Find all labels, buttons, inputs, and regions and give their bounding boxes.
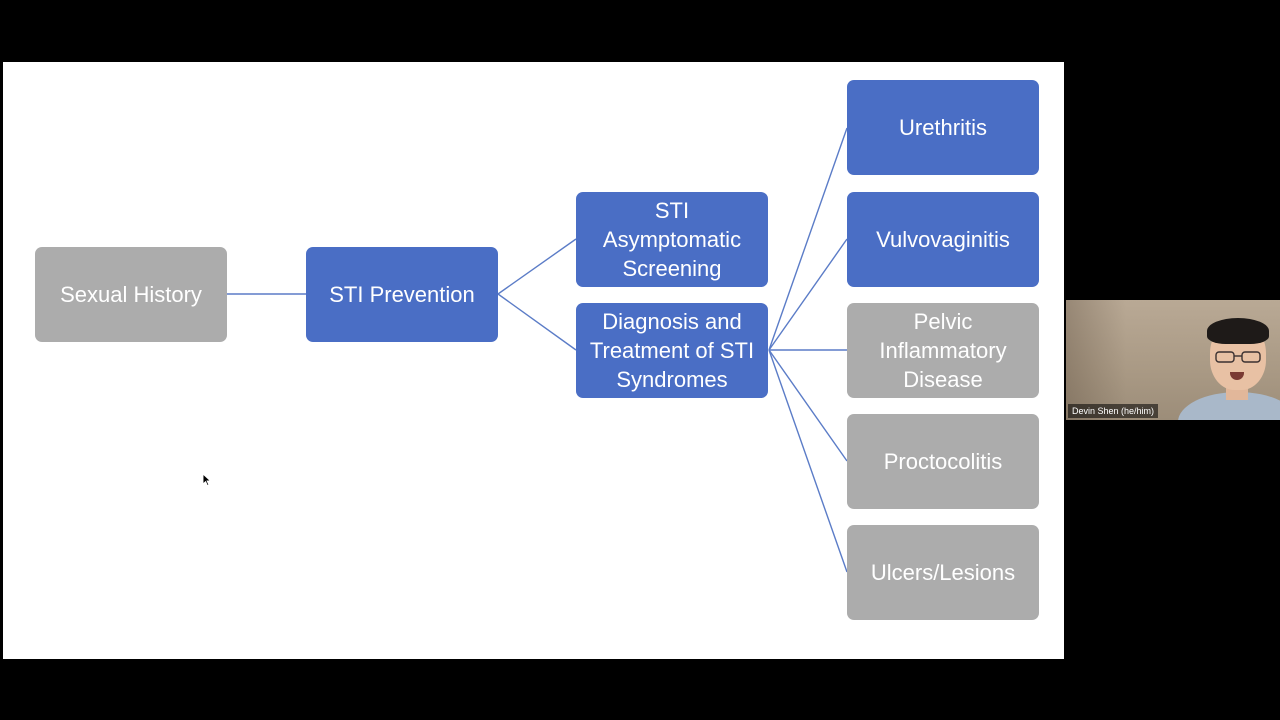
video-background (1066, 300, 1126, 420)
proctocolitis-label: Proctocolitis (883, 449, 1003, 474)
vulvovaginitis-box: Vulvovaginitis (847, 192, 1039, 287)
sti-prevention-label: STI Prevention (329, 282, 475, 307)
connector-diagnosis-vulvovaginitis (768, 238, 848, 351)
pid-line: Pelvic (913, 309, 973, 334)
presentation-slide: Sexual History STI Prevention STI Asympt… (3, 62, 1064, 659)
sti-diagnosis-line: Treatment of STI (589, 338, 755, 363)
connector-diagnosis-proctocolitis (768, 349, 848, 462)
sti-screening-box: STI Asymptomatic Screening (576, 192, 768, 287)
connector-diagnosis-urethritis (768, 127, 848, 351)
sti-screening-line: STI (654, 198, 690, 223)
pid-line: Inflammatory (879, 338, 1007, 363)
ulcers-lesions-box: Ulcers/Lesions (847, 525, 1039, 620)
pid-line: Disease (903, 367, 983, 392)
participant-hair (1207, 318, 1269, 344)
sti-prevention-box: STI Prevention (306, 247, 498, 342)
proctocolitis-box: Proctocolitis (847, 414, 1039, 509)
participant-name-tag: Devin Shen (he/him) (1068, 404, 1159, 418)
diagram-connectors (227, 127, 848, 573)
sti-screening-line: Screening (622, 256, 722, 281)
sti-diagnosis-line: Diagnosis and (602, 309, 742, 334)
ulcers-lesions-label: Ulcers/Lesions (870, 560, 1016, 585)
sexual-history-box: Sexual History (35, 247, 227, 342)
glasses-icon (1215, 351, 1261, 363)
connector-prevention-diagnosis (497, 293, 577, 351)
sexual-history-label: Sexual History (60, 282, 202, 307)
vulvovaginitis-label: Vulvovaginitis (876, 227, 1010, 252)
sti-screening-line: Asymptomatic (602, 227, 742, 252)
connector-diagnosis-ulcers (768, 349, 848, 573)
participant-mouth (1230, 372, 1244, 380)
pid-box: Pelvic Inflammatory Disease (847, 303, 1039, 398)
urethritis-label: Urethritis (898, 115, 987, 140)
sti-diagnosis-line: Syndromes (616, 367, 728, 392)
participant-video-tile[interactable]: Devin Shen (he/him) (1066, 300, 1280, 420)
sti-diagnosis-box: Diagnosis and Treatment of STI Syndromes (576, 303, 768, 398)
urethritis-box: Urethritis (847, 80, 1039, 175)
connector-prevention-screening (497, 238, 577, 295)
mouse-cursor-icon (202, 473, 212, 487)
